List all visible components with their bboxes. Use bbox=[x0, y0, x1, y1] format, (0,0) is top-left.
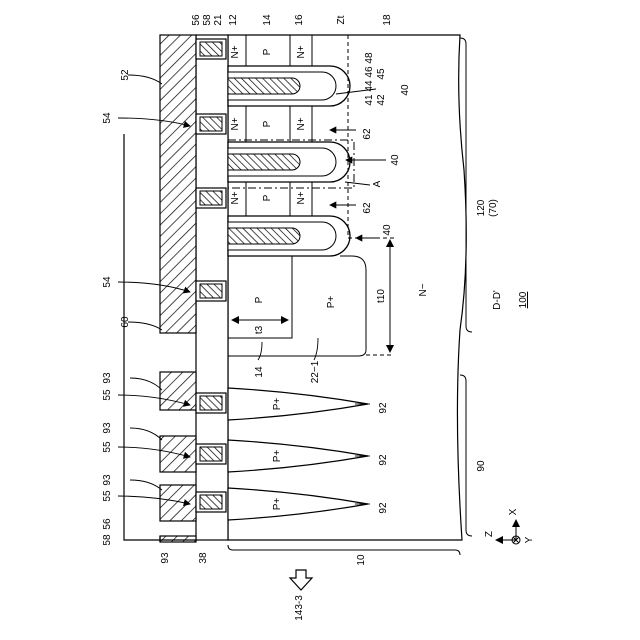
ref-38: 38 bbox=[198, 552, 209, 564]
device-label: 100 bbox=[518, 291, 529, 308]
axis-y-label: Y bbox=[524, 536, 535, 543]
electrode-93-c bbox=[160, 485, 196, 521]
label-t3: t3 bbox=[254, 325, 265, 334]
label-p-plus-92c: P+ bbox=[272, 498, 283, 511]
label-p-plus-92b: P+ bbox=[272, 450, 283, 463]
ref-120-sub: (70) bbox=[488, 199, 499, 217]
ref-40-c: 40 bbox=[382, 224, 393, 236]
ref-93-b: 93 bbox=[102, 422, 113, 434]
ref-55-c: 55 bbox=[102, 490, 113, 502]
ref-58-bottom: 58 bbox=[102, 534, 113, 546]
p-plus-columns bbox=[228, 388, 368, 520]
ref-55-a: 55 bbox=[102, 389, 113, 401]
ref-12-top: 12 bbox=[228, 14, 239, 26]
ref-21-top: 21 bbox=[213, 14, 224, 26]
ref-52: 52 bbox=[120, 69, 131, 81]
ref-54-a: 54 bbox=[102, 112, 113, 124]
section-label: D-D' bbox=[492, 290, 503, 310]
axis-x-label: X bbox=[508, 508, 519, 515]
ref-62-b: 62 bbox=[362, 202, 373, 214]
ref-44: 44 bbox=[364, 80, 375, 92]
axis-indicator bbox=[496, 520, 520, 544]
ref-92-b: 92 bbox=[378, 454, 389, 466]
label-p1: P bbox=[262, 48, 273, 55]
label-nplus-6: N+ bbox=[296, 191, 307, 204]
label-nplus-1: N+ bbox=[230, 45, 241, 58]
ref-41: 41 bbox=[364, 94, 375, 106]
ref-56-top: 56 bbox=[191, 14, 202, 26]
ref-40-group: 40 bbox=[400, 84, 411, 96]
label-p4: P bbox=[254, 296, 265, 303]
ref-58-top: 58 bbox=[202, 14, 213, 26]
ref-22-1: 22−1 bbox=[310, 360, 321, 383]
ref-93-d: 93 bbox=[160, 552, 171, 564]
ref-18-top: 18 bbox=[382, 14, 393, 26]
ref-40-b: 40 bbox=[390, 154, 401, 166]
label-t10: t10 bbox=[376, 289, 387, 303]
label-nplus-4: N+ bbox=[296, 117, 307, 130]
label-zt: Zt bbox=[336, 15, 347, 24]
trench-40-b bbox=[228, 142, 350, 182]
ref-62-a: 62 bbox=[362, 128, 373, 140]
ref-93-a: 93 bbox=[102, 372, 113, 384]
ref-93-c: 93 bbox=[102, 474, 113, 486]
ref-10: 10 bbox=[356, 554, 367, 566]
ref-46: 46 bbox=[364, 66, 375, 78]
label-nplus-2: N+ bbox=[296, 45, 307, 58]
ref-60: 60 bbox=[120, 316, 131, 328]
electrode-93-a bbox=[160, 372, 196, 410]
label-n-minus: N− bbox=[418, 283, 429, 296]
ref-45: 45 bbox=[376, 68, 387, 80]
ref-55-b: 55 bbox=[102, 441, 113, 453]
trench-40-a bbox=[228, 66, 350, 106]
ref-54-b: 54 bbox=[102, 276, 113, 288]
ref-92-a: 92 bbox=[378, 402, 389, 414]
page-arrow-icon bbox=[290, 570, 312, 590]
ref-90: 90 bbox=[476, 460, 487, 472]
label-nplus-3: N+ bbox=[230, 117, 241, 130]
ref-92-c: 92 bbox=[378, 502, 389, 514]
ref-42: 42 bbox=[376, 94, 387, 106]
ref-16-top: 16 bbox=[294, 14, 305, 26]
axis-z-label: Z bbox=[484, 531, 495, 537]
label-nplus-5: N+ bbox=[230, 191, 241, 204]
ref-14-well: 14 bbox=[254, 366, 265, 378]
trench-40-c bbox=[228, 216, 350, 256]
label-p-plus-main: P+ bbox=[326, 296, 337, 309]
label-p-plus-92a: P+ bbox=[272, 398, 283, 411]
ref-48: 48 bbox=[364, 52, 375, 64]
ref-14-top: 14 bbox=[262, 14, 273, 26]
label-p2: P bbox=[262, 120, 273, 127]
label-p3: P bbox=[262, 194, 273, 201]
page-arrow-label: 143-3 bbox=[294, 595, 305, 621]
ref-120: 120 bbox=[476, 199, 487, 216]
electrode-93-d bbox=[160, 536, 196, 542]
ref-56-bottom: 56 bbox=[102, 518, 113, 530]
label-a: A bbox=[372, 180, 383, 187]
electrode-93-group bbox=[160, 372, 196, 542]
